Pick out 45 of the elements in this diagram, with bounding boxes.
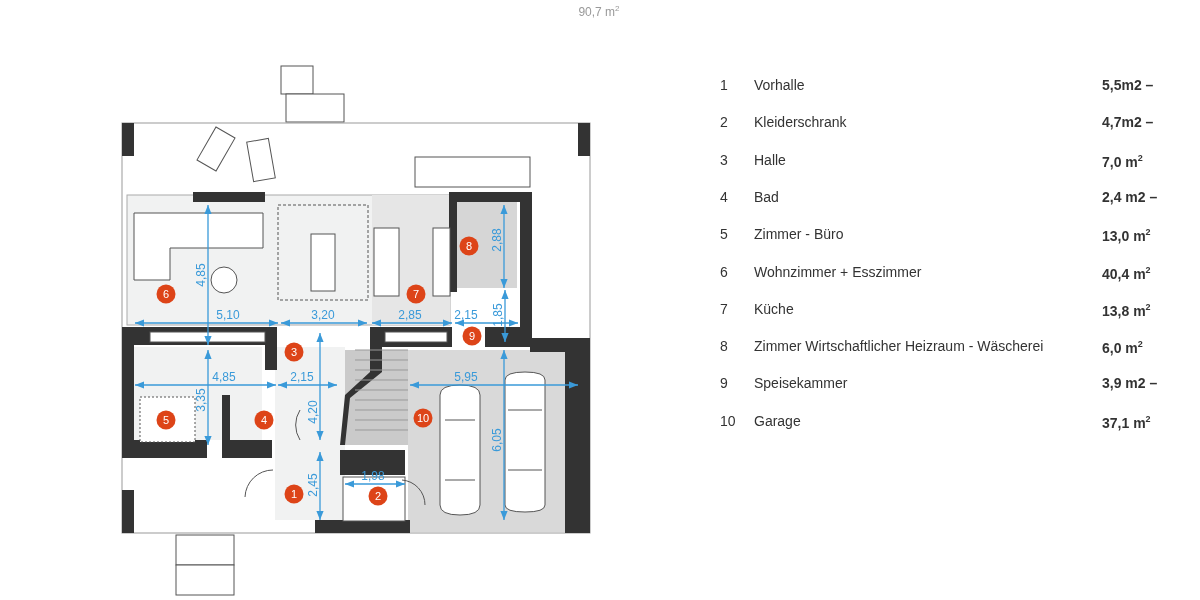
room-name: Wohnzimmer + Esszimmer [754, 263, 922, 280]
room-number: 6 [720, 263, 728, 280]
room-number: 10 [720, 412, 736, 429]
room-number: 9 [720, 375, 728, 392]
room-name: Speisekammer [754, 375, 848, 392]
room-area: 5,5m2 – [1102, 77, 1154, 93]
room-area: 40,4 m$^{2}$ [1102, 261, 1151, 282]
room-name: Zimmer Wirtschaftlicher Heizraum - Wäscherei [754, 338, 1044, 355]
room-number: 1 [720, 77, 728, 93]
room-area: 7,0 m$^{2}$ [1102, 149, 1143, 170]
dimension-label: 2,15 [454, 309, 478, 321]
dimension-label: 4,20 [307, 400, 319, 424]
dimension-label: 2,15 [290, 371, 314, 383]
room-name: Kleiderschrank [754, 114, 847, 131]
dimension-label: 5,10 [216, 309, 240, 321]
room-name: Zimmer - Büro [754, 226, 844, 243]
dimension-label: 6,05 [491, 428, 503, 452]
room-number: 5 [720, 226, 728, 243]
dimension-label: 2,45 [307, 473, 319, 497]
room-name: Küche [754, 300, 794, 317]
dimension-label: 3,20 [311, 309, 335, 321]
room-area: 3,9 m2 – [1102, 375, 1158, 392]
room-area: 2,4 m2 – [1102, 188, 1158, 205]
room-number: 8 [720, 338, 728, 355]
room-name: Halle [754, 151, 786, 168]
dimension-label: 5,95 [454, 371, 478, 383]
dimension-label: 4,85 [195, 263, 207, 287]
room-area: 13,8 m$^{2}$ [1102, 298, 1151, 319]
dimension-label: 2,85 [398, 309, 422, 321]
dimension-label: 3,35 [195, 388, 207, 412]
room-number: 3 [720, 151, 728, 168]
room-number: 7 [720, 300, 728, 317]
room-name: Vorhalle [754, 77, 805, 93]
room-name: Garage [754, 412, 801, 429]
room-area: 6,0 m$^{2}$ [1102, 336, 1143, 356]
dimension-label: 1,98 [361, 470, 385, 482]
total-area: 90,7 m$^{2}$ [578, 4, 620, 19]
room-area: 13,0 m$^{2}$ [1102, 224, 1151, 244]
room-area: 37,1 m$^{2}$ [1102, 410, 1151, 431]
dimension-label: 2,88 [491, 228, 503, 252]
room-number: 2 [720, 114, 728, 131]
room-name: Bad [754, 188, 779, 205]
room-area: 4,7m2 – [1102, 114, 1154, 131]
room-number: 4 [720, 188, 728, 205]
dimension-label: 4,85 [212, 371, 236, 383]
